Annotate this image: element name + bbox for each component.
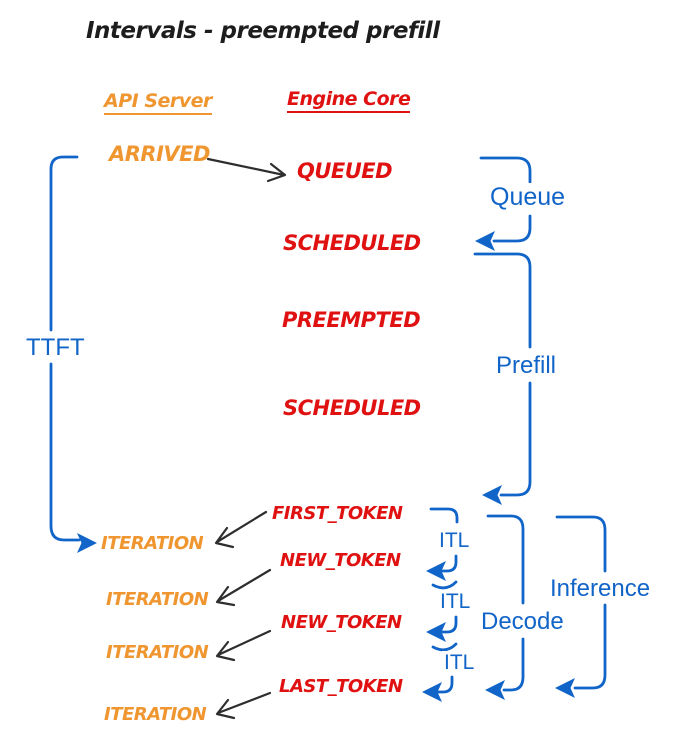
interval-label-prefill: Prefill	[494, 352, 559, 380]
event-preempted: PREEMPTED	[282, 308, 421, 332]
itl-bracket-1	[426, 507, 459, 581]
itl-arrowhead-1-icon	[426, 561, 446, 581]
event-iteration-2: ITERATION	[106, 589, 209, 610]
interval-label-inference: Inference	[548, 575, 653, 603]
event-arrived: ARRIVED	[109, 142, 210, 166]
event-new-token-1: NEW_TOKEN	[280, 550, 401, 571]
inference-arrowhead-icon	[555, 678, 575, 698]
inference-bracket	[555, 515, 607, 698]
ttft-arrowhead-icon	[77, 533, 97, 553]
event-iteration-3: ITERATION	[106, 642, 209, 663]
event-first-token: FIRST_TOKEN	[272, 503, 403, 524]
column-header-engine-core: Engine Core	[287, 88, 411, 113]
event-last-token: LAST_TOKEN	[279, 676, 403, 697]
interval-label-decode: Decode	[479, 608, 566, 636]
itl-arrowhead-2-icon	[426, 622, 446, 642]
column-header-api-server: API Server	[104, 90, 212, 115]
arrow-new-token1-to-iteration	[215, 568, 272, 607]
arrow-last-token-to-iteration	[215, 691, 272, 720]
interval-label-itl-1: ITL	[437, 529, 472, 553]
ttft-bracket	[49, 155, 97, 553]
interval-label-queue: Queue	[488, 183, 568, 212]
event-iteration-1: ITERATION	[101, 533, 204, 554]
event-scheduled-1: SCHEDULED	[283, 231, 421, 255]
itl-bracket-3	[422, 642, 458, 702]
itl-arrowhead-3-icon	[422, 682, 442, 702]
interval-label-itl-2: ITL	[438, 590, 473, 614]
arrow-new-token2-to-iteration	[215, 629, 272, 662]
interval-label-itl-3: ITL	[442, 651, 477, 675]
arrow-arrived-to-queued	[206, 157, 287, 183]
event-scheduled-2: SCHEDULED	[283, 396, 421, 420]
decode-bracket	[485, 514, 525, 700]
event-iteration-4: ITERATION	[104, 704, 207, 725]
prefill-bracket	[473, 252, 532, 505]
prefill-arrowhead-icon	[482, 485, 502, 505]
page-title: Intervals - preempted prefill	[86, 18, 440, 44]
decode-arrowhead-icon	[485, 680, 505, 700]
queue-bracket	[475, 156, 532, 251]
queue-arrowhead-icon	[475, 231, 495, 251]
event-new-token-2: NEW_TOKEN	[281, 612, 402, 633]
arrow-first-token-to-iteration	[214, 510, 268, 549]
itl-bracket-2	[426, 580, 458, 642]
interval-label-ttft: TTFT	[24, 334, 87, 362]
event-queued: QUEUED	[297, 159, 393, 183]
